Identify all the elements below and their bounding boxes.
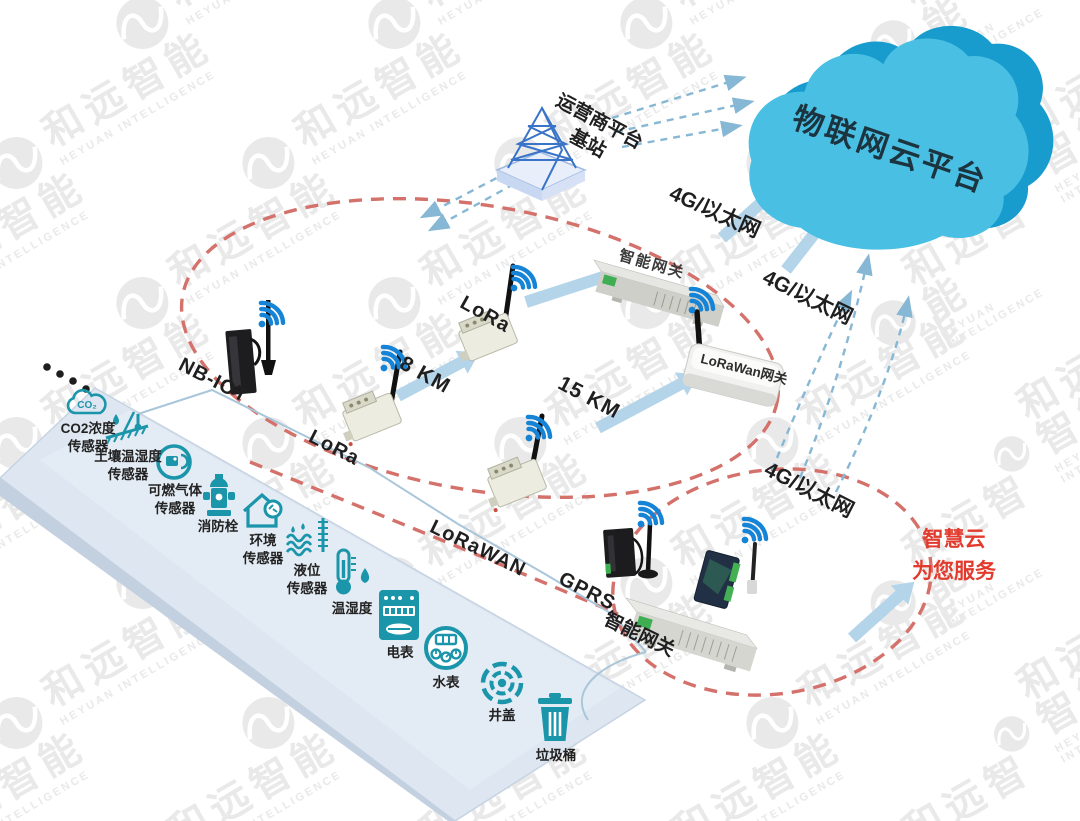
soil-sensor-icon: [104, 410, 150, 453]
more-sensors-dots: [43, 363, 90, 393]
sensor-label-temp: 温湿度: [331, 601, 373, 616]
electric-meter-icon: [377, 588, 421, 647]
lora-module-1: [342, 349, 403, 447]
iot-cloud: [748, 25, 1054, 250]
sensor-label-hydrant: 消防栓: [197, 519, 239, 534]
gas-sensor-icon: [155, 442, 195, 487]
smart-cloud-note: 智慧云 为您服务: [912, 528, 996, 583]
liquid-level-sensor-icon: [285, 516, 331, 565]
watermark-tile: 和远智能 HEYUAN INTELLIGENCE: [357, 0, 605, 61]
svg-text:CO₂: CO₂: [77, 400, 96, 411]
heyuan-logo-icon: [116, 0, 169, 49]
watermark-tile: 和远智能 HEYUAN INTELLIGENCE: [969, 608, 1080, 790]
heyuan-logo-icon: [994, 436, 1030, 472]
arrow-to-smartcloud: [847, 581, 915, 643]
wifi-icon: [628, 498, 667, 536]
watermark-tile: 和远智能 HEYUAN INTELLIGENCE: [105, 0, 353, 61]
heyuan-logo-icon: [368, 0, 421, 49]
sensor-label-gas: 可燃气体 传感器: [148, 483, 202, 516]
watermark-tile: 和远智能 HEYUAN INTELLIGENCE: [609, 0, 857, 61]
arrow-15km: [595, 372, 699, 434]
manhole-cover-icon: [478, 661, 526, 710]
wifi-icon: [732, 514, 771, 552]
sensor-label-emeter: 电表: [386, 645, 414, 660]
radio-links: [419, 74, 913, 493]
watermark-tile: 和远智能 HEYUAN INTELLIGENCE: [969, 328, 1080, 510]
sensor-label-wmeter: 水表: [432, 675, 460, 690]
sensor-label-soil: 土壤温湿度 传感器: [94, 449, 162, 482]
sensor-platform: [0, 387, 647, 821]
watermark-tile: 和远智能 HEYUAN INTELLIGENCE: [231, 584, 479, 760]
sensor-label-environment: 环境 传感器: [242, 533, 284, 566]
watermark-tile: 和远智能 HEYUAN INTELLIGENCE: [231, 304, 479, 480]
environment-sensor-icon: [240, 490, 286, 535]
lorawan-gateway-device: [682, 309, 784, 407]
sensor-label-manhole: 井盖: [488, 708, 516, 723]
watermark-tile: 和远智能 HEYUAN INTELLIGENCE: [105, 164, 353, 340]
watermark-tile: 和远智能 HEYUAN INTELLIGENCE: [0, 584, 227, 760]
heyuan-logo-icon: [620, 0, 673, 49]
watermark-tile: 和远智能 HEYUAN INTELLIGENCE: [357, 164, 605, 340]
smart-gateway-bottom-device: [625, 597, 758, 673]
heyuan-logo-icon: [0, 137, 43, 189]
watermark-tile: 和远智能 HEYUAN INTELLIGENCE: [735, 584, 983, 760]
trash-bin-icon: [534, 693, 576, 748]
heyuan-logo-icon: [0, 697, 43, 749]
heyuan-logo-icon: [116, 276, 169, 329]
wired-links: [137, 388, 647, 721]
arrow-to-gateway-top: [524, 264, 624, 308]
nbiot-device: [225, 300, 276, 395]
sensor-label-trash: 垃圾桶: [535, 748, 577, 763]
arrow-8km: [395, 350, 480, 402]
co2-sensor-icon: CO₂: [64, 388, 110, 423]
lora-module-2: [458, 263, 518, 362]
lora-module-3: [487, 413, 547, 513]
base-station-tower: [495, 105, 587, 201]
heyuan-logo-icon: [994, 716, 1030, 752]
gprs-device: [603, 521, 658, 579]
watermark-tile: 和远智能 HEYUAN INTELLIGENCE: [0, 24, 227, 200]
heyuan-logo-icon: [368, 276, 421, 329]
heyuan-logo-icon: [242, 137, 295, 189]
sensor-label-co2: CO2浓度 传感器: [60, 421, 116, 454]
watermark-tile: 和远智能 HEYUAN INTELLIGENCE: [231, 24, 479, 200]
temp-humidity-sensor-icon: [330, 548, 374, 603]
hydrant-icon: [202, 474, 236, 523]
water-meter-icon: [422, 624, 470, 677]
sensor-label-liquid: 液位 传感器: [286, 563, 328, 596]
heyuan-logo-icon: [746, 697, 799, 749]
heyuan-logo-icon: [242, 416, 295, 469]
dtu-device: [693, 542, 757, 609]
coverage-ovals: [179, 196, 933, 697]
heyuan-logo-icon: [242, 697, 295, 749]
